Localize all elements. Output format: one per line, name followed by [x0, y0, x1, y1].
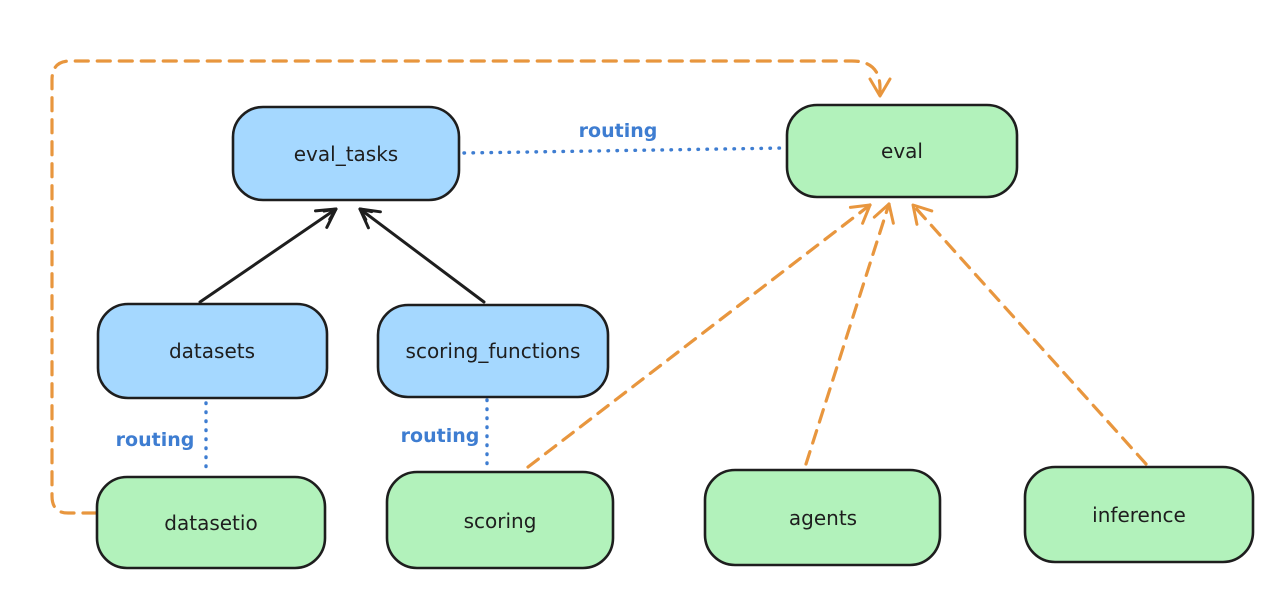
node-scoring-label: scoring [464, 509, 537, 533]
node-eval-tasks: eval_tasks [231, 105, 461, 202]
edge-label-routing-datasets: routing [116, 429, 195, 451]
node-datasetio-label: datasetio [164, 511, 257, 535]
node-eval-tasks-box [231, 105, 461, 202]
node-scoring-functions-label: scoring_functions [406, 339, 581, 363]
edge-label-routing-scoring: routing [401, 425, 480, 447]
node-agents-label: agents [789, 506, 857, 530]
node-eval-box [785, 103, 1019, 199]
node-datasetio-box [95, 475, 327, 570]
edge-inference-to-eval [911, 203, 1148, 466]
edge-datasetio-to-eval [50, 59, 892, 515]
node-scoring-functions: scoring_functions [376, 303, 610, 399]
node-agents: agents [703, 468, 942, 567]
node-inference: inference [1023, 465, 1255, 564]
edge-scoring-to-eval [526, 203, 872, 469]
node-inference-box [1023, 465, 1255, 564]
edge-agents-to-eval [804, 202, 895, 466]
node-datasetio: datasetio [95, 475, 327, 570]
node-scoring: scoring [385, 470, 615, 570]
node-eval-tasks-label: eval_tasks [294, 142, 398, 166]
node-agents-box [703, 468, 942, 567]
edge-eval-tasks-to-eval [462, 146, 788, 155]
node-eval: eval [785, 103, 1019, 199]
node-scoring-box [385, 470, 615, 570]
edge-scoring-functions-to-eval-tasks [358, 207, 486, 304]
edge-label-routing-top: routing [579, 120, 658, 142]
node-datasets: datasets [96, 302, 329, 400]
edge-datasets-to-eval-tasks [198, 207, 338, 304]
node-datasets-label: datasets [169, 339, 255, 363]
node-inference-label: inference [1092, 503, 1186, 527]
node-eval-label: eval [881, 139, 923, 163]
node-datasets-box [96, 302, 329, 400]
node-scoring-functions-box [376, 303, 610, 399]
